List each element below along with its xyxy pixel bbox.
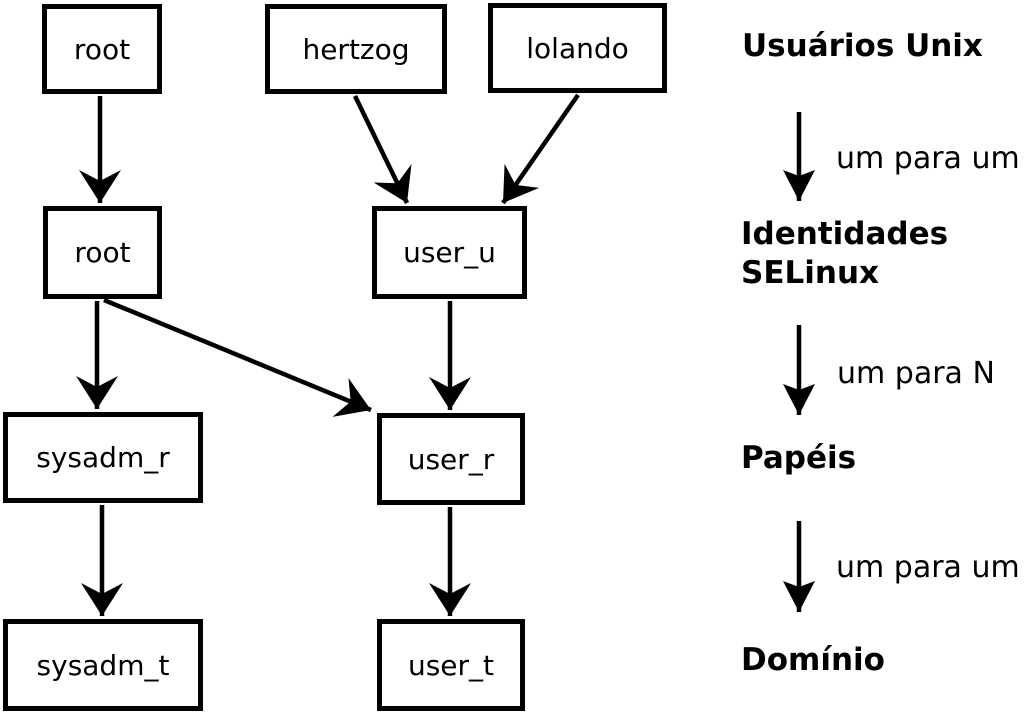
node-label: user_u xyxy=(403,236,496,269)
edge-hertzog-to-user-u-arrow xyxy=(352,95,412,204)
node-sysadm-t: sysadm_t xyxy=(3,619,203,711)
edge-root-to-user-r-arrow xyxy=(103,297,372,417)
node-label: root xyxy=(74,236,131,269)
legend-level-selinux-identities: Identidades SELinux xyxy=(741,216,949,291)
node-user-u: user_u xyxy=(372,206,527,299)
legend-level-roles: Papéis xyxy=(741,440,857,476)
legend-mapping-one-to-n: um para N xyxy=(837,356,995,391)
legend-mapping-one-to-one-1: um para um xyxy=(836,141,1020,176)
legend-level-domain: Domínio xyxy=(741,642,885,678)
legend-mapping-one-to-one-2: um para um xyxy=(836,550,1020,585)
node-label: lolando xyxy=(526,31,629,65)
node-label: sysadm_t xyxy=(36,648,170,682)
node-hertzog: hertzog xyxy=(265,4,447,94)
node-root-selinux: root xyxy=(43,206,162,299)
node-sysadm-r: sysadm_r xyxy=(3,412,203,503)
node-label: user_t xyxy=(407,648,495,682)
node-user-r: user_r xyxy=(377,413,525,505)
node-label: root xyxy=(73,32,131,66)
node-lolando: lolando xyxy=(488,3,667,93)
node-label: hertzog xyxy=(302,32,410,66)
node-label: sysadm_r xyxy=(36,441,170,474)
legend-level-unix-users: Usuários Unix xyxy=(742,28,983,64)
node-user-t: user_t xyxy=(377,619,525,711)
node-label: user_r xyxy=(407,442,495,476)
edge-lolando-to-user-u-arrow xyxy=(501,93,580,205)
node-root-unix: root xyxy=(42,4,162,94)
